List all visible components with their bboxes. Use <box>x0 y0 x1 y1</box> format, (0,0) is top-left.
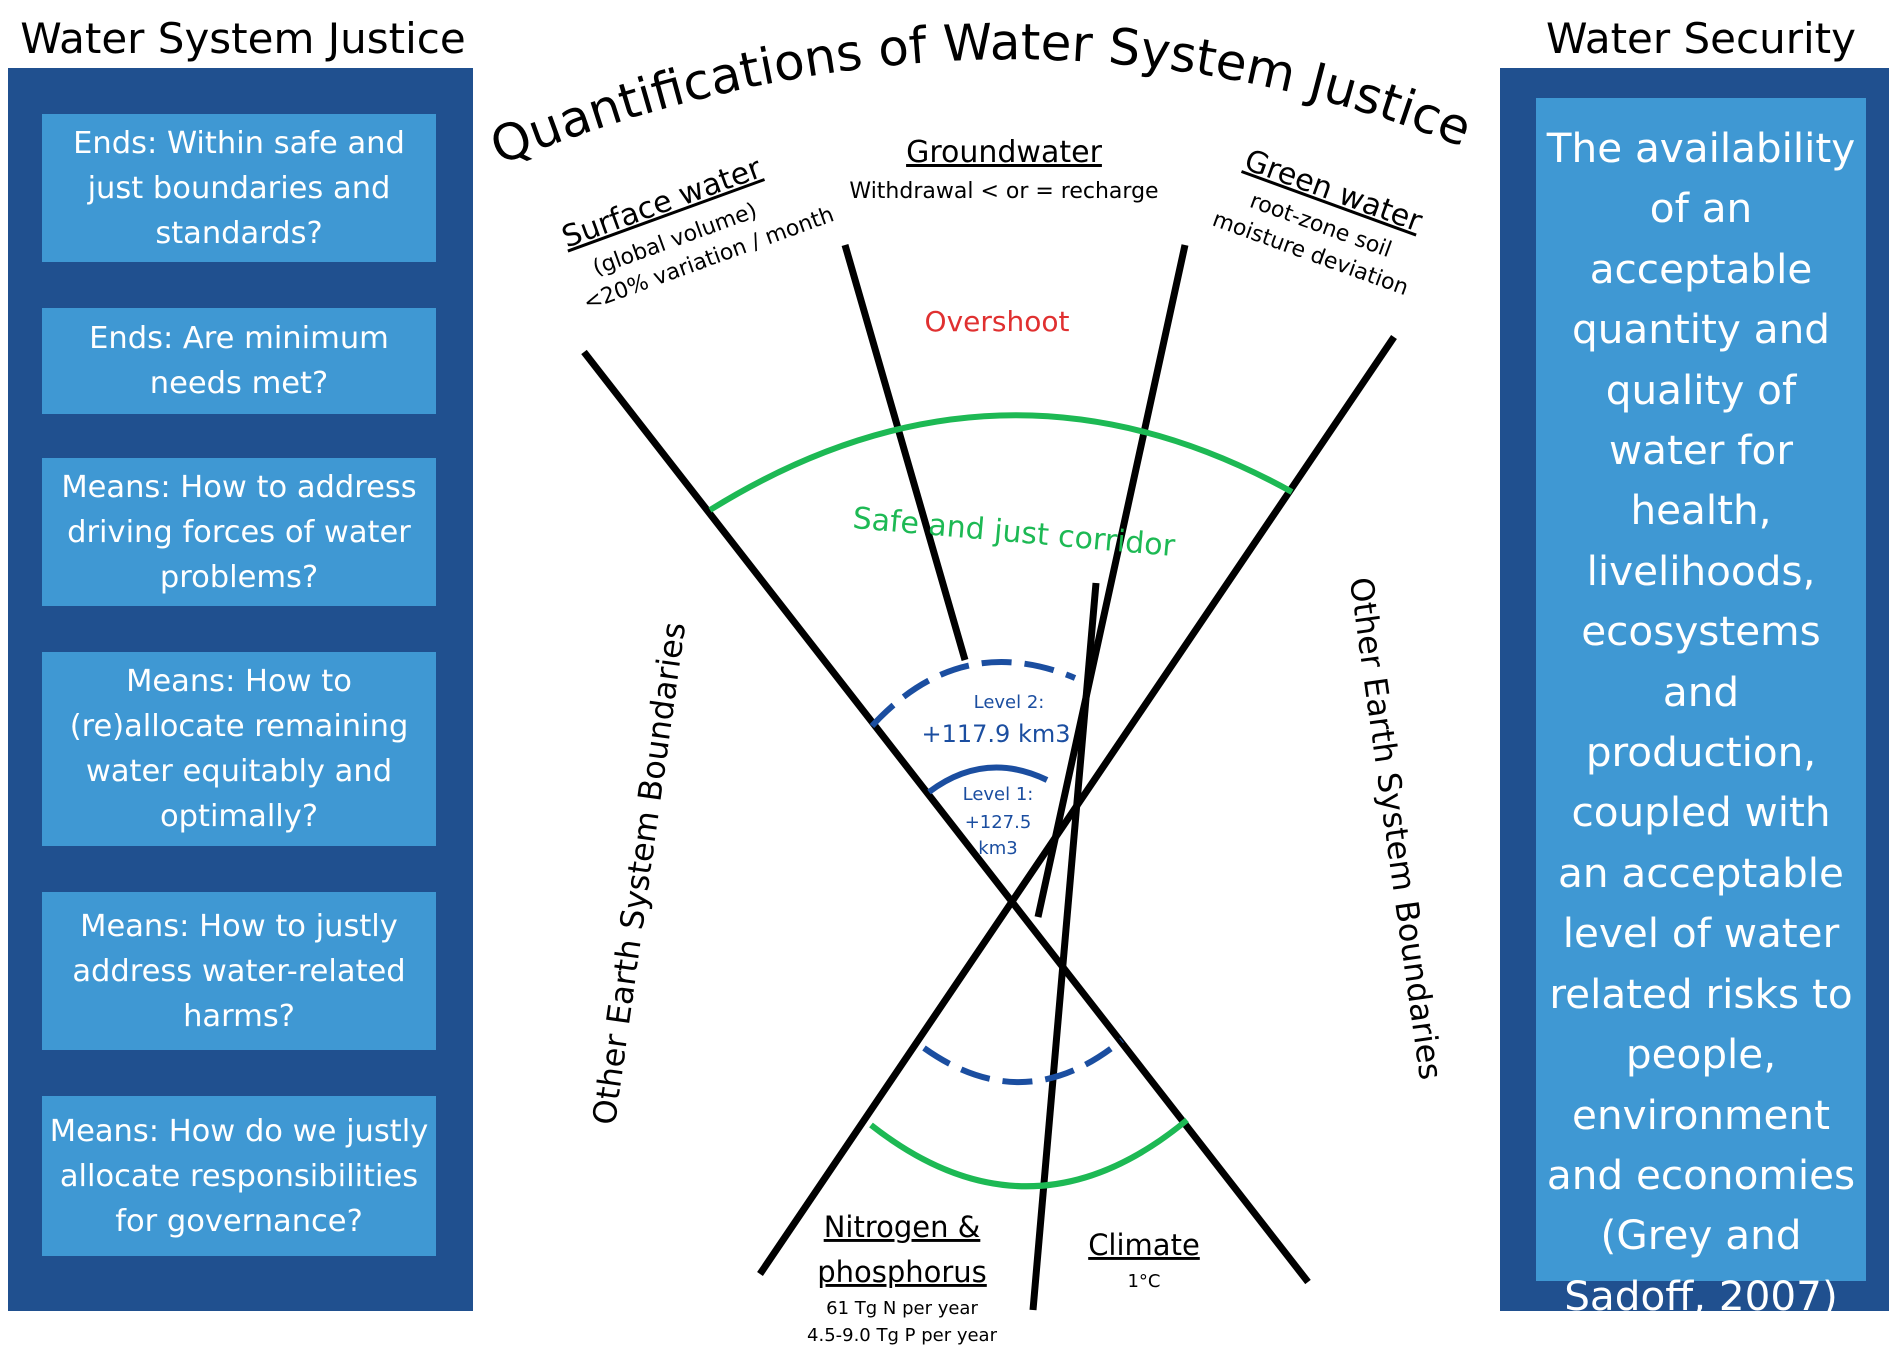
phosphorus-sub: 4.5-9.0 Tg P per year <box>807 1325 998 1346</box>
right-title: Water Security <box>1546 14 1856 63</box>
level-1-label: Level 1: <box>963 784 1034 805</box>
left-title: Water System Justice <box>20 14 466 63</box>
question-box: Ends: Are minimum needs met? <box>42 308 436 414</box>
surface-water-axis <box>581 349 1311 1285</box>
question-box: Means: How to justly address water-relat… <box>42 892 436 1050</box>
climate-label: Climate <box>1088 1228 1200 1262</box>
climate-sub: 1°C <box>1127 1271 1160 1292</box>
question-box: Means: How do we justly allocate respons… <box>42 1096 436 1256</box>
question-box: Means: How to (re)allocate remaining wat… <box>42 652 436 846</box>
overshoot-label: Overshoot <box>925 305 1070 338</box>
groundwater-axis-upper-right <box>1034 244 1189 918</box>
level-1-unit: km3 <box>978 838 1017 859</box>
nitrogen-sub: 61 Tg N per year <box>826 1298 978 1319</box>
question-box: Means: How to address driving forces of … <box>42 458 436 606</box>
phosphorus-label: phosphorus <box>817 1255 987 1289</box>
water-security-panel: The availability of an acceptable quanti… <box>1500 68 1889 1320</box>
other-boundaries-left: Other Earth System Boundaries <box>585 620 693 1127</box>
level-1-arc <box>927 764 1049 795</box>
other-boundaries-right: Other Earth System Boundaries <box>1342 575 1450 1082</box>
groundwater-axis-upper <box>841 244 969 661</box>
level-1-value: +127.5 <box>965 812 1032 833</box>
nitrogen-label: Nitrogen & <box>824 1210 981 1244</box>
level-arc-lower <box>922 1037 1124 1085</box>
level-2-label: Level 2: <box>974 692 1045 713</box>
groundwater-sub: Withdrawal < or = recharge <box>849 179 1158 204</box>
safe-boundary-upper <box>708 412 1294 513</box>
level-2-value: +117.9 km3 <box>922 720 1071 748</box>
groundwater-label: Groundwater <box>906 135 1102 170</box>
safe-boundary-lower <box>869 1117 1189 1190</box>
water-security-definition: The availability of an acceptable quanti… <box>1536 98 1866 1320</box>
justice-questions-panel: Ends: Within safe and just boundaries an… <box>8 68 473 1311</box>
level-2-arc <box>869 659 1077 729</box>
question-box: Ends: Within safe and just boundaries an… <box>42 114 436 262</box>
groundwater-axis-lower <box>1029 582 1100 1311</box>
